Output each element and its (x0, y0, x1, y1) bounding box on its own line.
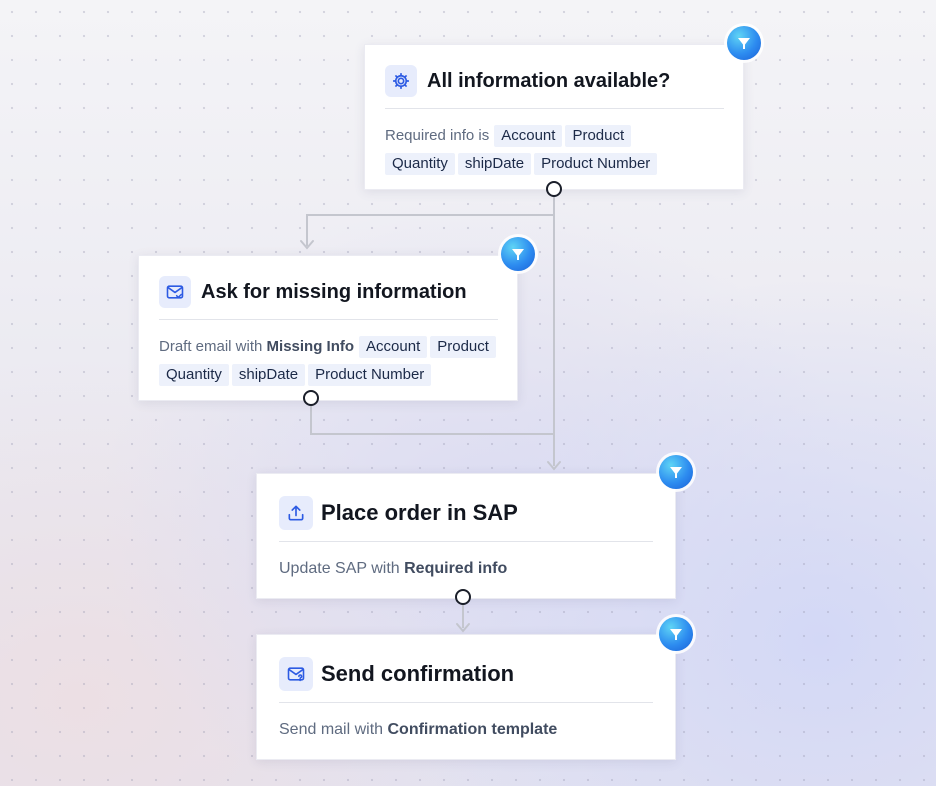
output-port-ask[interactable] (303, 390, 319, 406)
mail-check-icon (159, 276, 191, 308)
node-description: Send mail with Confirmation template (279, 721, 557, 738)
chip-quantity: Quantity (385, 153, 455, 175)
chip-quantity: Quantity (159, 364, 229, 386)
arrowhead-confirm (456, 623, 470, 633)
node-description: Update SAP with Required info (279, 560, 507, 577)
description-bold: Required info (404, 560, 508, 577)
chip-account: Account (359, 336, 428, 358)
mail-question-icon (279, 657, 313, 691)
description-text: Update SAP with (279, 560, 400, 577)
node-send-confirmation[interactable]: Send confirmation Send mail with Confirm… (256, 634, 676, 760)
node-description: Draft email with Missing Info (159, 334, 354, 360)
node-title: Ask for missing information (201, 280, 467, 303)
description-bold: Confirmation template (387, 721, 558, 738)
node-description: Required info is (385, 127, 490, 144)
node-body: Required info is Account Product Quantit… (385, 109, 724, 175)
node-header: Ask for missing information (159, 276, 498, 320)
arrowhead-ask (300, 240, 314, 250)
upload-icon (279, 496, 313, 530)
chip-product-number: Product Number (308, 364, 432, 386)
node-place-order-sap[interactable]: Place order in SAP Update SAP with Requi… (256, 473, 676, 599)
node-title: Place order in SAP (321, 500, 518, 525)
node-title: Send confirmation (321, 661, 515, 686)
output-port-check[interactable] (546, 181, 562, 197)
description-bold: Missing Info (266, 338, 355, 355)
output-port-place[interactable] (455, 589, 471, 605)
filter-funnel-icon[interactable] (727, 26, 761, 60)
node-header: All information available? (385, 65, 724, 109)
node-body: Update SAP with Required info (279, 542, 653, 582)
gear-icon (385, 65, 417, 97)
chip-shipdate: shipDate (457, 153, 532, 175)
node-header: Send confirmation (279, 657, 653, 703)
chip-product: Product (565, 125, 632, 147)
chip-shipdate: shipDate (231, 364, 306, 386)
description-text: Send mail with (279, 721, 384, 738)
chip-product-number: Product Number (534, 153, 658, 175)
chip-product: Product (430, 336, 496, 358)
filter-funnel-icon[interactable] (659, 455, 693, 489)
connector-ask-to-place (310, 405, 554, 435)
arrowhead-place (547, 461, 561, 471)
chip-account: Account (494, 125, 563, 147)
node-ask-missing-information[interactable]: Ask for missing information Draft email … (138, 255, 518, 401)
filter-funnel-icon[interactable] (501, 237, 535, 271)
node-title: All information available? (427, 69, 671, 92)
node-body: Send mail with Confirmation template (279, 703, 653, 743)
node-header: Place order in SAP (279, 496, 653, 542)
node-body: Draft email with Missing Info Account Pr… (159, 320, 498, 386)
description-text: Draft email with (159, 338, 263, 355)
node-check-information[interactable]: All information available? Required info… (364, 44, 744, 190)
filter-funnel-icon[interactable] (659, 617, 693, 651)
